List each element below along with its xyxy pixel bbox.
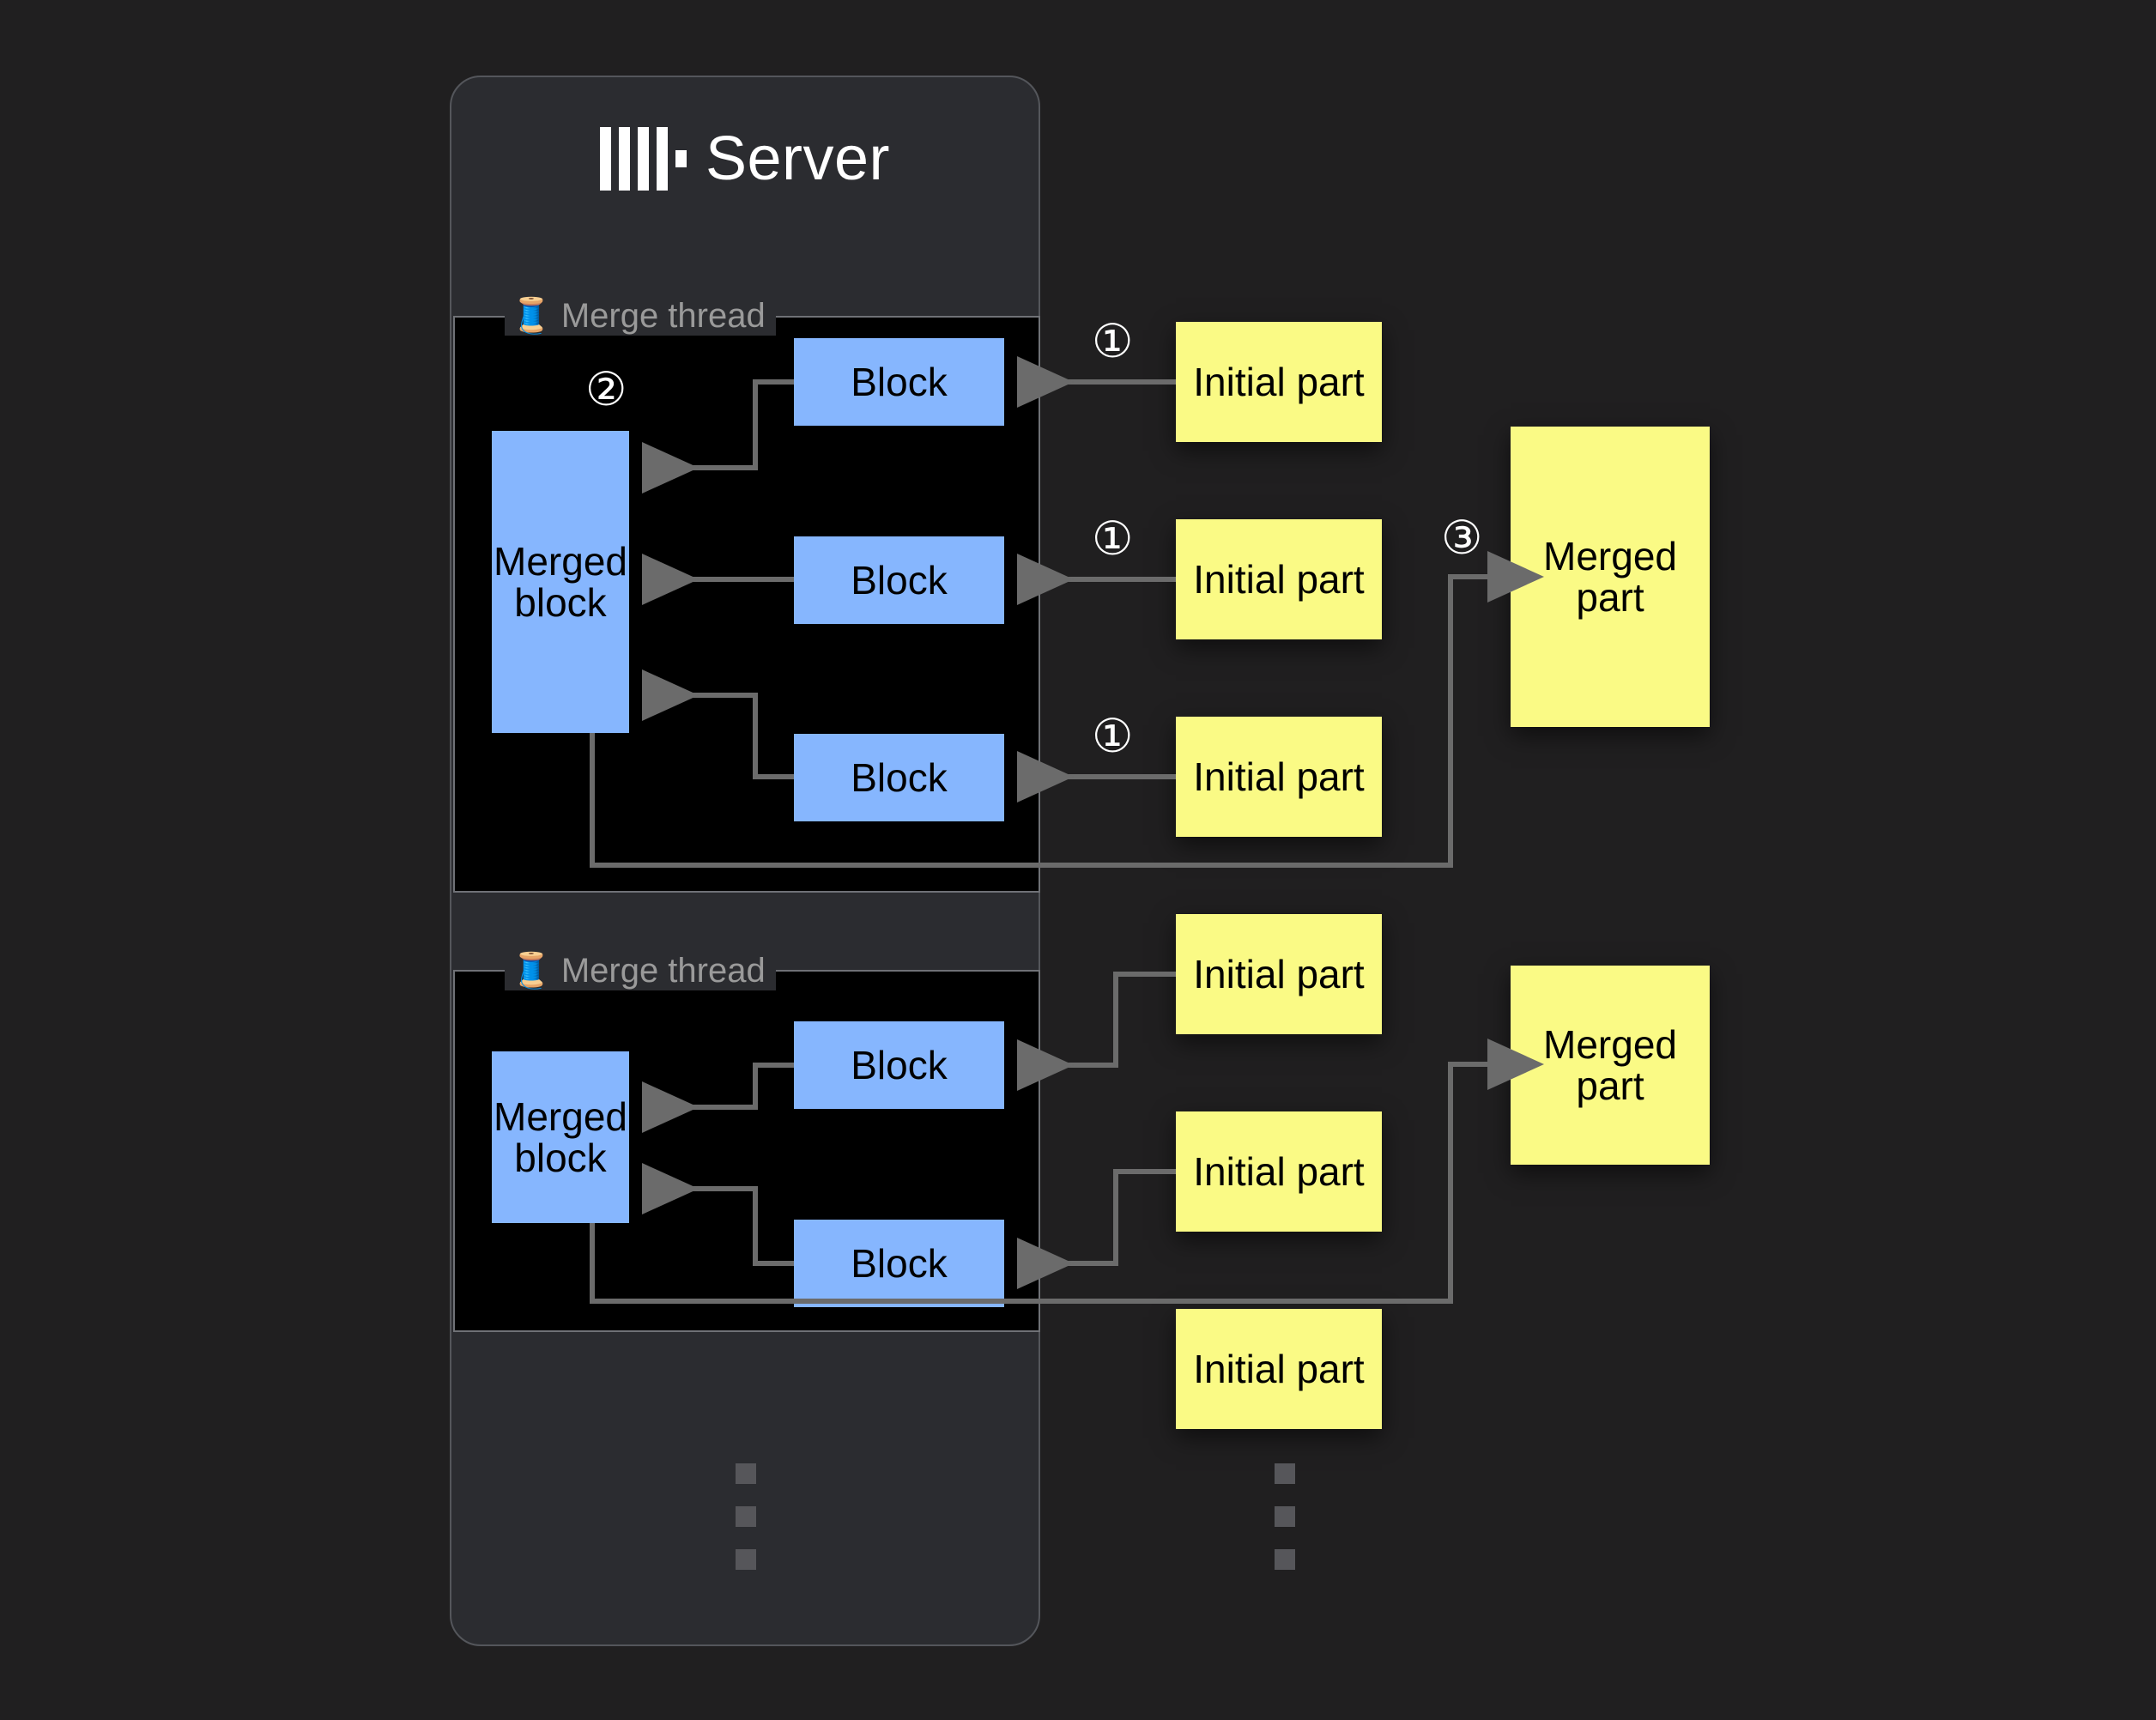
block-2-1: Block	[794, 1021, 1004, 1109]
arrow-merged-block-to-merged-part-2	[590, 1039, 1544, 1304]
initial-part-5: Initial part	[1176, 1111, 1382, 1232]
clickhouse-logo-icon	[599, 127, 687, 191]
arrow-initial-to-block-4	[1017, 972, 1176, 1091]
initial-part-label: Initial part	[1193, 754, 1365, 799]
block-label: Block	[851, 359, 948, 404]
dot	[1275, 1463, 1295, 1484]
step-marker-1-c: ①	[1092, 709, 1134, 763]
initial-part-1: Initial part	[1176, 322, 1382, 442]
arrow-merged-block-to-merged-part-1	[590, 551, 1544, 868]
block-label: Block	[851, 754, 948, 800]
block-1-3: Block	[794, 734, 1004, 821]
arrow-block-to-merged-1	[642, 379, 794, 494]
initial-part-label: Initial part	[1193, 359, 1365, 404]
thread-spool-icon: 🧵	[510, 952, 553, 990]
block-1-1: Block	[794, 338, 1004, 426]
block-label: Block	[851, 1042, 948, 1087]
dot	[736, 1463, 756, 1484]
dot	[736, 1506, 756, 1527]
initial-part-label: Initial part	[1193, 951, 1365, 996]
arrow-block-to-merged-3	[642, 669, 794, 779]
arrow-block-to-merged-4	[642, 1063, 794, 1133]
initial-part-4: Initial part	[1176, 914, 1382, 1034]
server-column-ellipsis	[736, 1463, 756, 1570]
dot	[1275, 1549, 1295, 1570]
initial-part-3: Initial part	[1176, 717, 1382, 837]
merged-block-label: Merged block	[494, 538, 627, 625]
initial-part-2: Initial part	[1176, 519, 1382, 639]
merge-thread-label-text: Merge thread	[560, 952, 766, 990]
step-marker-1-a: ①	[1092, 314, 1134, 368]
merge-thread-label-text: Merge thread	[560, 297, 766, 335]
merged-part-label: Merged part	[1543, 1021, 1677, 1108]
merged-block-1: Merged block	[492, 431, 629, 733]
arrow-initial-to-block-5	[1017, 1169, 1176, 1289]
dot	[1275, 1506, 1295, 1527]
block-2-2: Block	[794, 1220, 1004, 1307]
initial-part-label: Initial part	[1193, 1148, 1365, 1194]
parts-column-ellipsis	[1275, 1463, 1295, 1570]
dot	[736, 1549, 756, 1570]
initial-part-label: Initial part	[1193, 556, 1365, 602]
merged-block-2: Merged block	[492, 1051, 629, 1223]
initial-part-6: Initial part	[1176, 1309, 1382, 1429]
initial-part-label: Initial part	[1193, 1346, 1365, 1391]
step-marker-3: ③	[1441, 511, 1483, 565]
arrow-block-to-merged-5	[642, 1163, 794, 1266]
merge-thread-label-1: 🧵 Merge thread	[505, 296, 776, 336]
block-1-2: Block	[794, 536, 1004, 624]
merge-thread-label-2: 🧵 Merge thread	[505, 951, 776, 990]
server-title-text: Server	[705, 124, 891, 193]
step-marker-2: ②	[585, 362, 627, 416]
server-title: Server	[450, 112, 1040, 206]
block-label: Block	[851, 1240, 948, 1286]
merged-block-label: Merged block	[494, 1093, 627, 1180]
merged-part-label: Merged part	[1543, 533, 1677, 620]
block-label: Block	[851, 557, 948, 603]
thread-spool-icon: 🧵	[510, 297, 553, 335]
step-marker-1-b: ①	[1092, 512, 1134, 566]
merged-part-2: Merged part	[1511, 966, 1710, 1165]
